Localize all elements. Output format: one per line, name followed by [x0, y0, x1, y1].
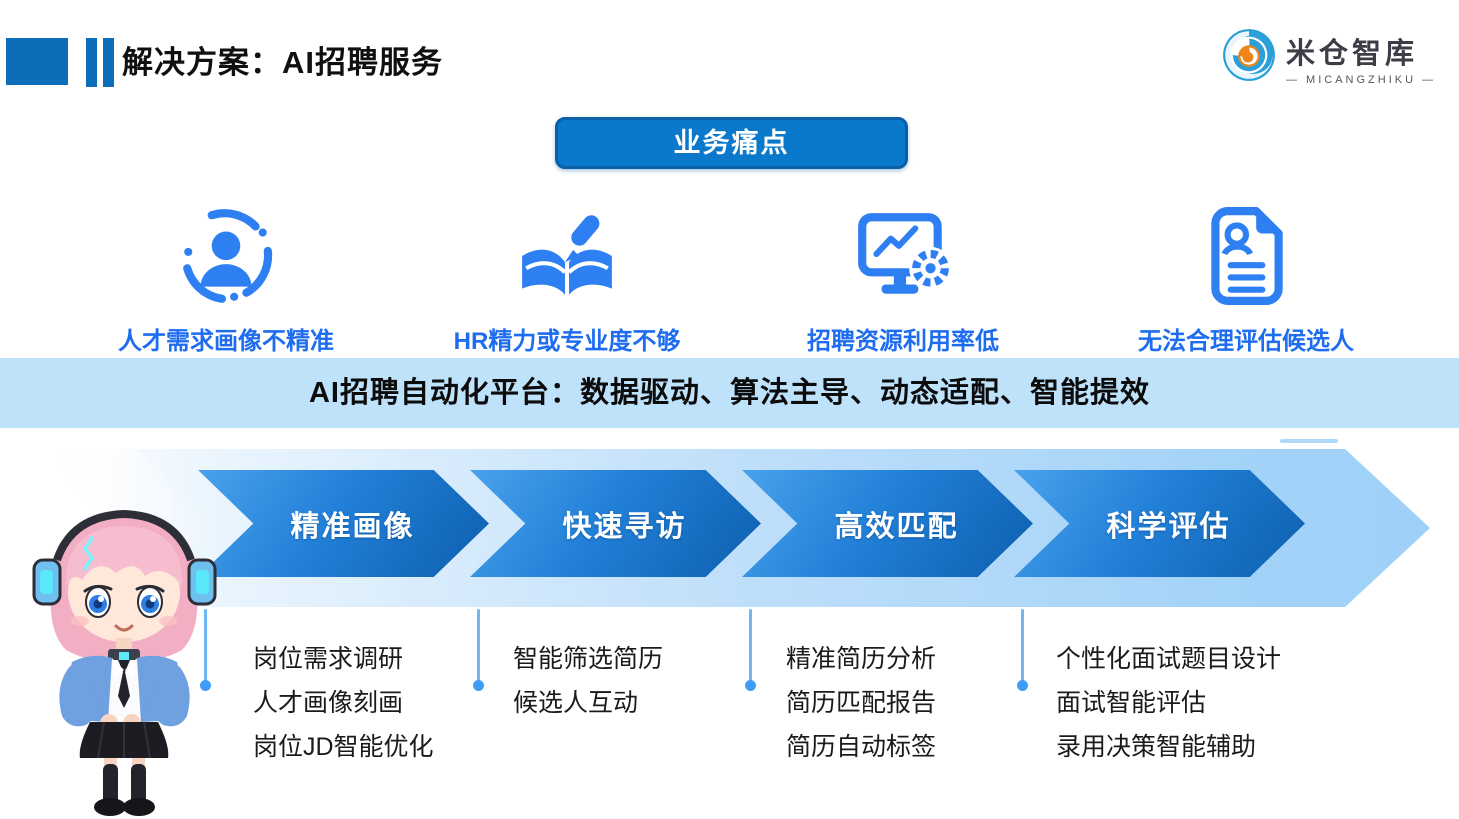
task-item: 候选人互动	[513, 689, 639, 717]
monitor-chart-gear-icon	[773, 205, 1033, 307]
pain-item: 无法合理评估候选人	[1116, 205, 1376, 356]
pain-label: 无法合理评估候选人	[1138, 328, 1354, 355]
resume-document-icon	[1116, 205, 1376, 307]
pain-item: 人才需求画像不精准	[96, 205, 356, 356]
stage-label: 快速寻访	[562, 510, 687, 543]
pain-label: 招聘资源利用率低	[807, 328, 999, 355]
stage-connector	[473, 609, 484, 691]
stage-label: 精准画像	[290, 510, 415, 543]
task-item: 人才画像刻画	[253, 689, 404, 717]
logo-name: 米仓智库	[1286, 37, 1419, 70]
platform-banner: AI招聘自动化平台：数据驱动、算法主导、动态适配、智能提效	[0, 358, 1459, 428]
task-item: 精准简历分析	[786, 645, 937, 673]
stage-connector	[745, 609, 756, 691]
user-profile-scan-icon	[96, 205, 356, 307]
task-item: 个性化面试题目设计	[1056, 645, 1282, 673]
title-accent-bar	[86, 38, 97, 87]
task-item: 智能筛选简历	[513, 645, 664, 673]
ai-assistant-mascot	[12, 500, 237, 818]
title-accent-rect	[6, 38, 68, 85]
pain-item: HR精力或专业度不够	[437, 205, 697, 356]
task-item: 录用决策智能辅助	[1056, 733, 1257, 761]
logo: 米仓智库 — MICANGZHIKU —	[1222, 28, 1436, 87]
stage-task-list: 岗位需求调研 人才画像刻画 岗位JD智能优化	[253, 637, 434, 769]
stage-task-list: 个性化面试题目设计 面试智能评估 录用决策智能辅助	[1056, 637, 1281, 769]
task-item: 岗位JD智能优化	[253, 733, 434, 761]
pain-label: 人才需求画像不精准	[118, 328, 334, 355]
stage-task-list: 智能筛选简历 候选人互动	[513, 637, 663, 725]
stage-label: 科学评估	[1106, 510, 1231, 543]
stage-label: 高效匹配	[834, 510, 959, 543]
book-pen-icon	[437, 205, 697, 307]
logo-subtitle: — MICANGZHIKU —	[1286, 73, 1437, 86]
task-item: 岗位需求调研	[253, 645, 404, 673]
stage-connector	[200, 609, 211, 691]
band-decorative-dash	[1280, 439, 1338, 443]
stage-task-list: 精准简历分析 简历匹配报告 简历自动标签	[786, 637, 936, 769]
pain-label: HR精力或专业度不够	[453, 328, 681, 355]
task-item: 简历匹配报告	[786, 689, 937, 717]
task-item: 面试智能评估	[1056, 689, 1207, 717]
pain-points-badge: 业务痛点	[555, 117, 908, 169]
logo-swirl-icon	[1222, 28, 1276, 87]
task-item: 简历自动标签	[786, 733, 937, 761]
pain-item: 招聘资源利用率低	[773, 205, 1033, 356]
title-accent-bar	[103, 38, 114, 87]
stage-connector	[1017, 609, 1028, 691]
page-title: 解决方案：AI招聘服务	[122, 45, 443, 80]
